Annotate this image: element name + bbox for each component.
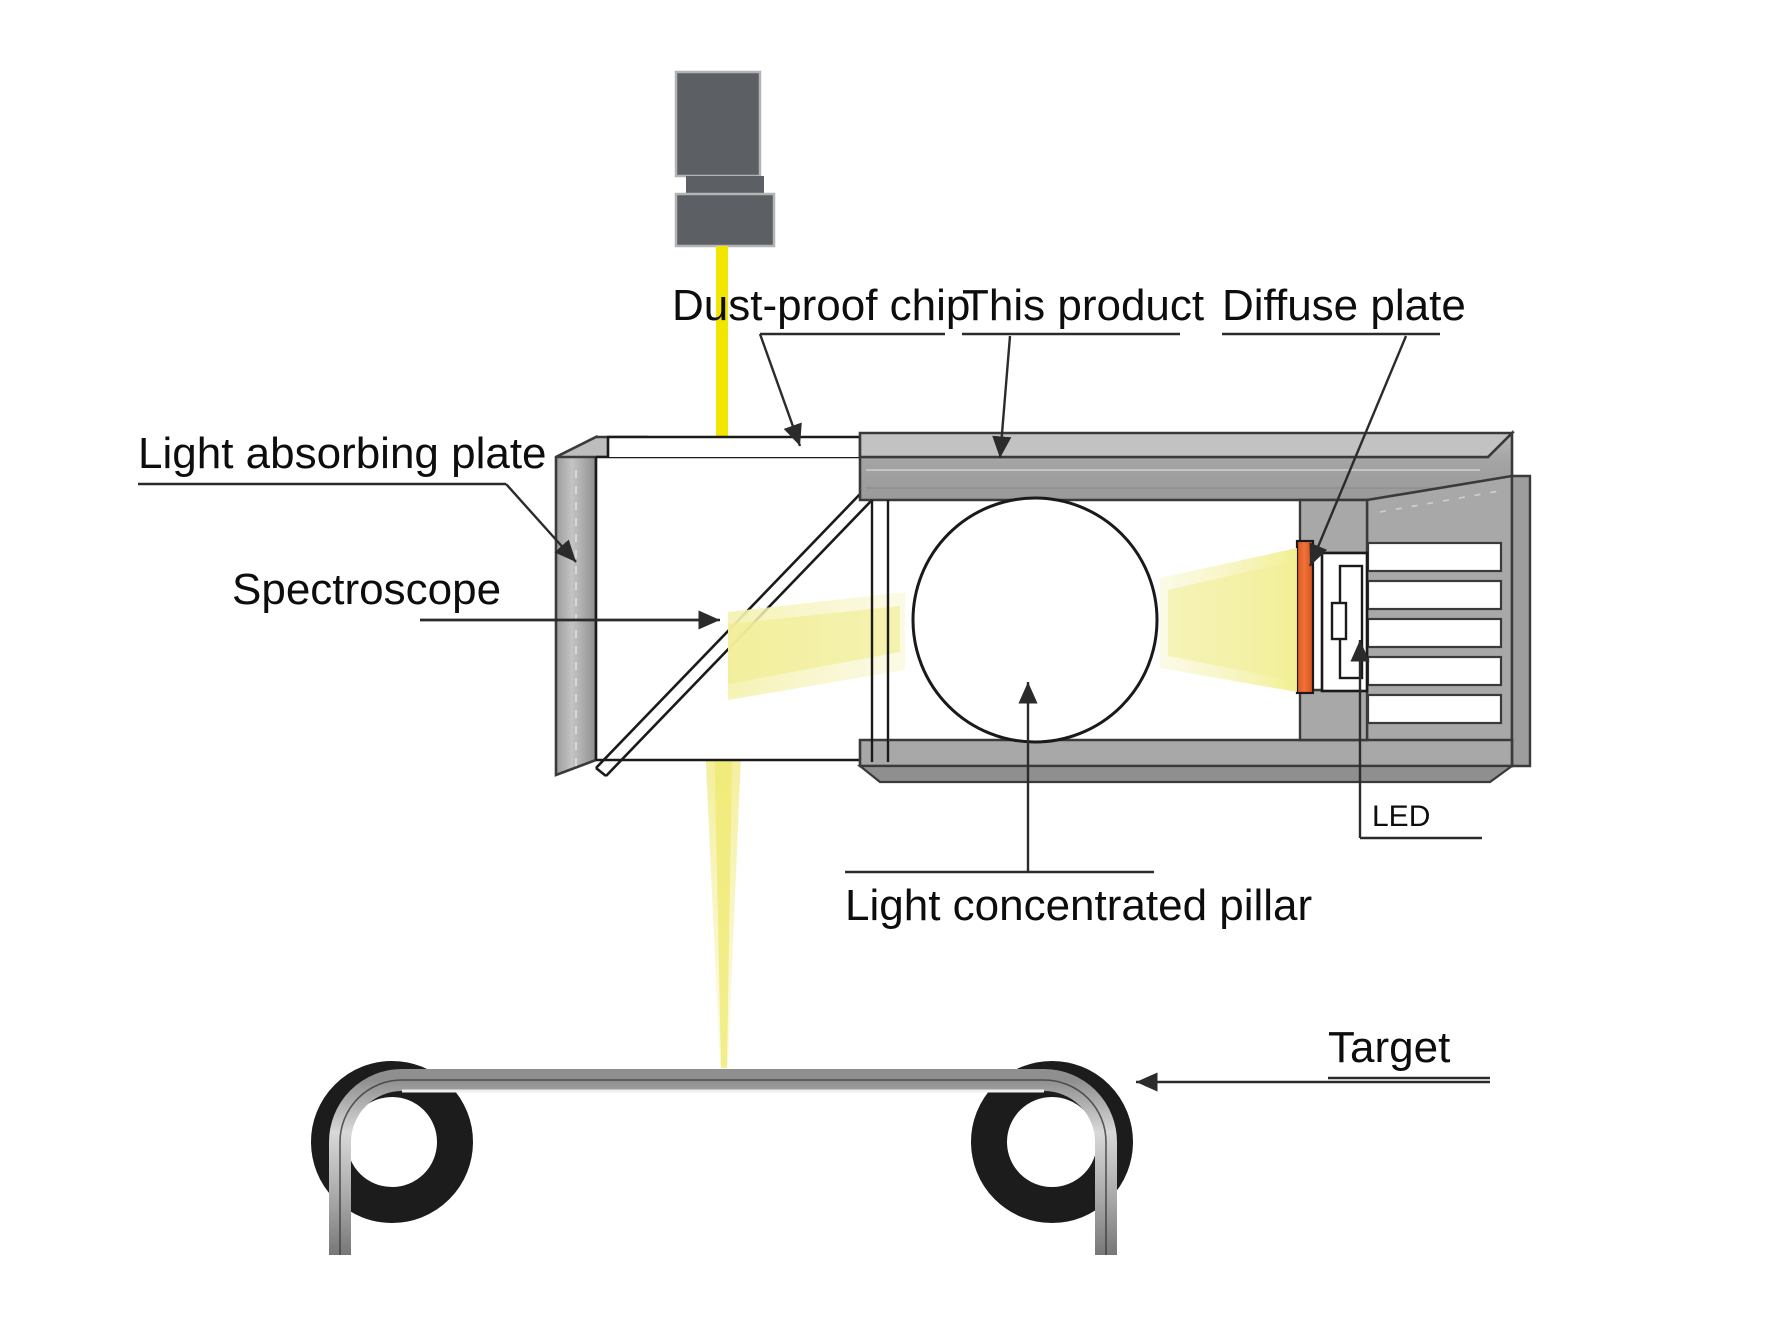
led-text: LED: [1372, 800, 1430, 833]
label-this-product: This product: [962, 281, 1204, 459]
beam-led-to-pillar: [1160, 548, 1297, 692]
inner-partition: [870, 500, 890, 762]
label-light-concentrated-pillar: Light concentrated pillar: [845, 682, 1312, 930]
dust-proof-chip-text: Dust-proof chip: [672, 281, 970, 330]
diffuse-plate-text: Diffuse plate: [1222, 281, 1466, 330]
label-diffuse-plate: Diffuse plate: [1222, 281, 1466, 567]
dust-proof-chip: [606, 435, 862, 457]
label-led: LED: [1350, 640, 1482, 840]
led-module: [1320, 551, 1369, 693]
target-text: Target: [1328, 1023, 1450, 1072]
label-spectroscope: Spectroscope: [232, 565, 720, 630]
light-pillar-icon: [911, 496, 1159, 744]
label-light-absorbing-plate: Light absorbing plate: [138, 429, 577, 563]
heatsink-fins-icon: [1366, 541, 1503, 725]
camera-icon: [674, 70, 776, 248]
label-target: Target: [1136, 1023, 1490, 1092]
horizontal-beam-left-segment: [728, 592, 905, 700]
conveyor-belt-icon: [311, 1061, 1133, 1255]
light-concentrated-pillar-text: Light concentrated pillar: [845, 881, 1312, 930]
label-dust-proof-chip: Dust-proof chip: [672, 281, 970, 447]
this-product-text: This product: [962, 281, 1204, 330]
spectroscope-text: Spectroscope: [232, 565, 501, 614]
light-absorbing-plate-text: Light absorbing plate: [138, 429, 547, 478]
